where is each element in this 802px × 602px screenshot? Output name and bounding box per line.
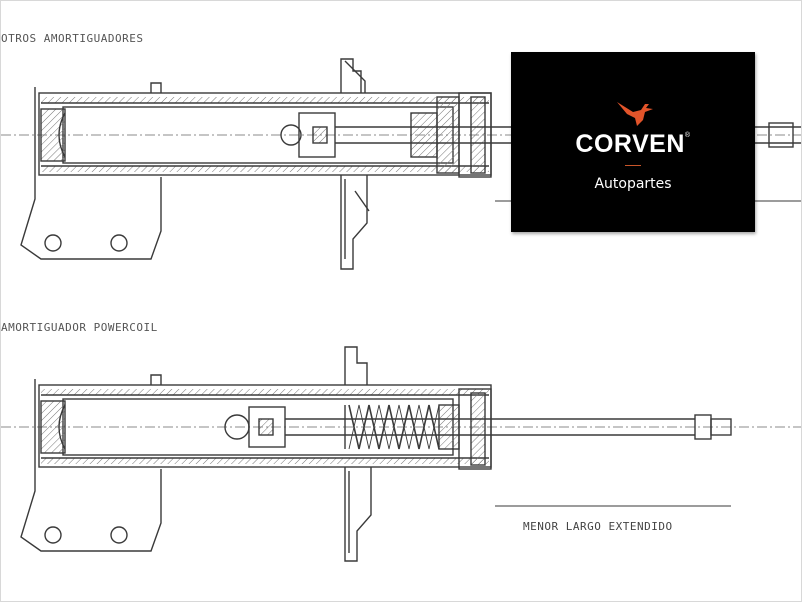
top-shock-absorber <box>1 58 801 270</box>
bird-icon <box>617 102 653 126</box>
internal-coil-spring <box>344 404 440 450</box>
logo-divider <box>625 165 641 166</box>
top-shock-caption: OTROS AMORTIGUADORES <box>1 32 144 45</box>
corven-logo-card: CORVEN® Autopartes <box>511 52 755 232</box>
brand-name: CORVEN® <box>575 130 691 158</box>
length-caption: MENOR LARGO EXTENDIDO <box>523 520 673 533</box>
brand-tagline: Autopartes <box>594 176 672 192</box>
bottom-shock-caption: AMORTIGUADOR POWERCOIL <box>1 321 158 334</box>
powercoil-shock-absorber <box>1 346 801 562</box>
